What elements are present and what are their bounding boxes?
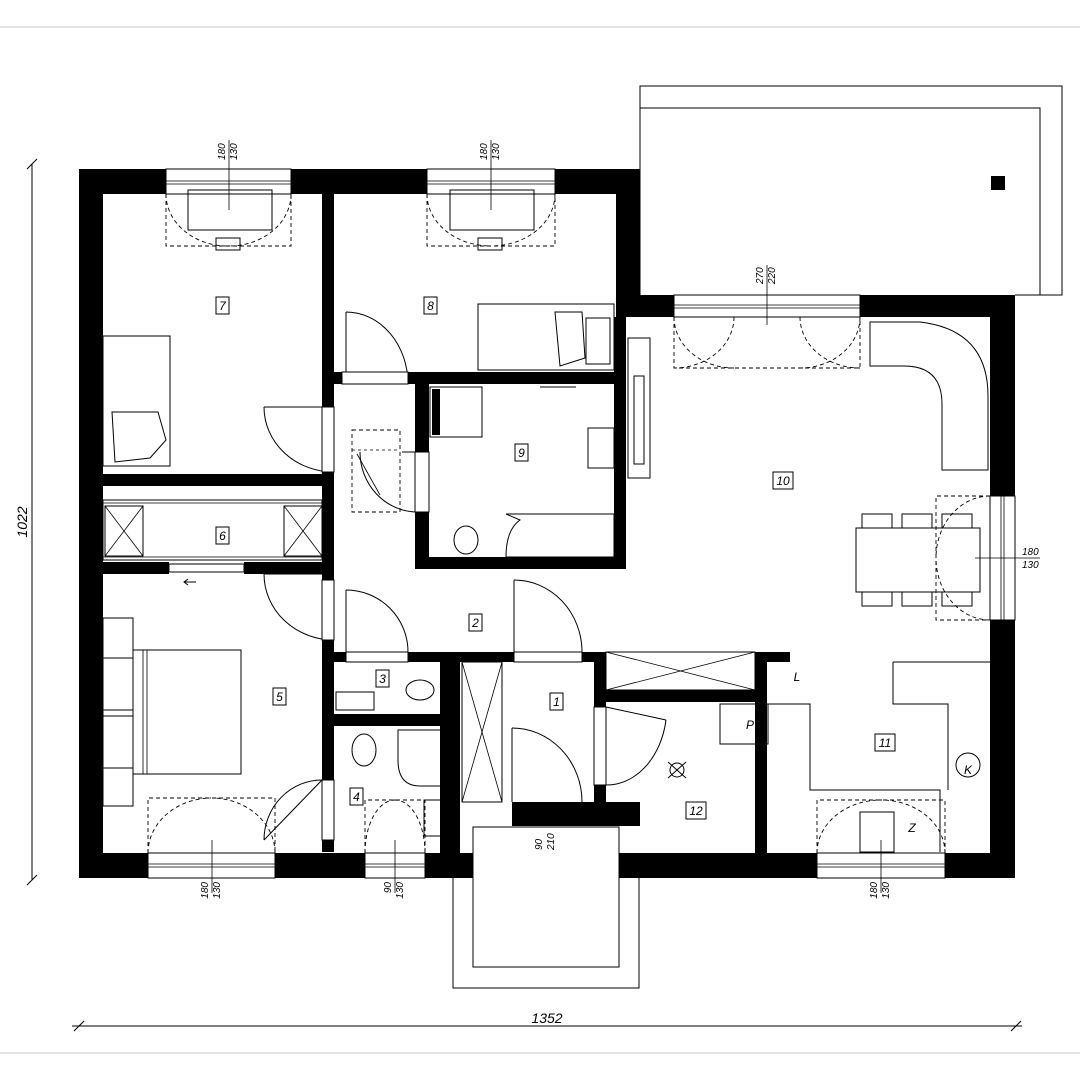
overall-height-label: 1022 bbox=[14, 506, 30, 537]
room-number-5: 5 bbox=[276, 690, 283, 704]
fridge-label: L bbox=[794, 670, 801, 684]
room-label-10: 10 bbox=[772, 471, 794, 490]
entrance-door-width: 90 bbox=[534, 838, 545, 850]
window-swings bbox=[147, 193, 991, 854]
room-labels: 7 8 6 9 10 2 3 1 bbox=[215, 296, 896, 820]
entrance-porch bbox=[452, 826, 640, 989]
window-kitchen bbox=[816, 840, 946, 893]
window-room-5-height: 130 bbox=[212, 882, 223, 899]
ceiling-light-icon bbox=[667, 761, 687, 779]
room-number-6: 6 bbox=[219, 529, 226, 543]
window-dining-width: 180 bbox=[1022, 547, 1039, 558]
room-label-2: 2 bbox=[468, 613, 483, 632]
stove-label: K bbox=[964, 763, 973, 777]
room-label-11: 11 bbox=[874, 733, 896, 752]
fixture-letters: L P K Z bbox=[746, 670, 973, 835]
window-room-7 bbox=[165, 140, 292, 210]
window-kitchen-width: 180 bbox=[869, 882, 880, 899]
room-number-12: 12 bbox=[689, 804, 703, 818]
window-room-4 bbox=[364, 840, 426, 893]
furniture bbox=[102, 189, 990, 853]
window-room-5-width: 180 bbox=[200, 882, 211, 899]
room-number-1: 1 bbox=[553, 695, 560, 709]
windows bbox=[147, 140, 1040, 893]
boiler-label: P bbox=[746, 718, 754, 732]
terrace-door-height: 220 bbox=[767, 267, 778, 285]
doors bbox=[263, 311, 667, 841]
terrace-door bbox=[673, 265, 861, 325]
wardrobes bbox=[102, 429, 756, 803]
room-label-3: 3 bbox=[375, 669, 390, 688]
room-label-12: 12 bbox=[685, 801, 707, 820]
room-number-8: 8 bbox=[427, 299, 434, 313]
window-dining-height: 130 bbox=[1022, 560, 1039, 571]
room-number-7: 7 bbox=[219, 299, 227, 313]
entrance-door-height: 210 bbox=[546, 833, 557, 851]
walls bbox=[79, 169, 1015, 878]
room-number-2: 2 bbox=[471, 616, 479, 630]
overall-width-label: 1352 bbox=[531, 1010, 562, 1026]
window-room-5 bbox=[147, 840, 276, 893]
opening-dimensions: 180 130 180 130 270 220 180 130 180 130 … bbox=[200, 143, 1039, 899]
room-label-9: 9 bbox=[514, 443, 529, 462]
room-number-11: 11 bbox=[879, 736, 891, 750]
room-label-8: 8 bbox=[423, 296, 438, 315]
window-room-8-height: 130 bbox=[491, 143, 502, 160]
window-room-7-width: 180 bbox=[217, 143, 228, 160]
dimension-lines bbox=[26, 158, 1022, 1032]
room-label-5: 5 bbox=[272, 687, 287, 706]
window-room-8-width: 180 bbox=[479, 143, 490, 160]
room-label-4: 4 bbox=[349, 787, 364, 806]
sink-label: Z bbox=[907, 821, 916, 835]
window-room-4-width: 90 bbox=[383, 882, 394, 894]
window-room-7-height: 130 bbox=[229, 143, 240, 160]
room-label-7: 7 bbox=[215, 296, 230, 315]
window-dining bbox=[975, 495, 1040, 621]
window-room-4-height: 130 bbox=[395, 882, 406, 899]
room-label-1: 1 bbox=[549, 692, 564, 711]
room-number-9: 9 bbox=[518, 446, 525, 460]
window-room-8 bbox=[426, 140, 556, 210]
room-number-4: 4 bbox=[353, 790, 360, 804]
terrace-door-width: 270 bbox=[755, 267, 766, 285]
room-label-6: 6 bbox=[215, 526, 230, 545]
terrace bbox=[639, 85, 1063, 296]
room-number-10: 10 bbox=[776, 474, 790, 488]
window-kitchen-height: 130 bbox=[881, 882, 892, 899]
room-number-3: 3 bbox=[379, 672, 386, 686]
